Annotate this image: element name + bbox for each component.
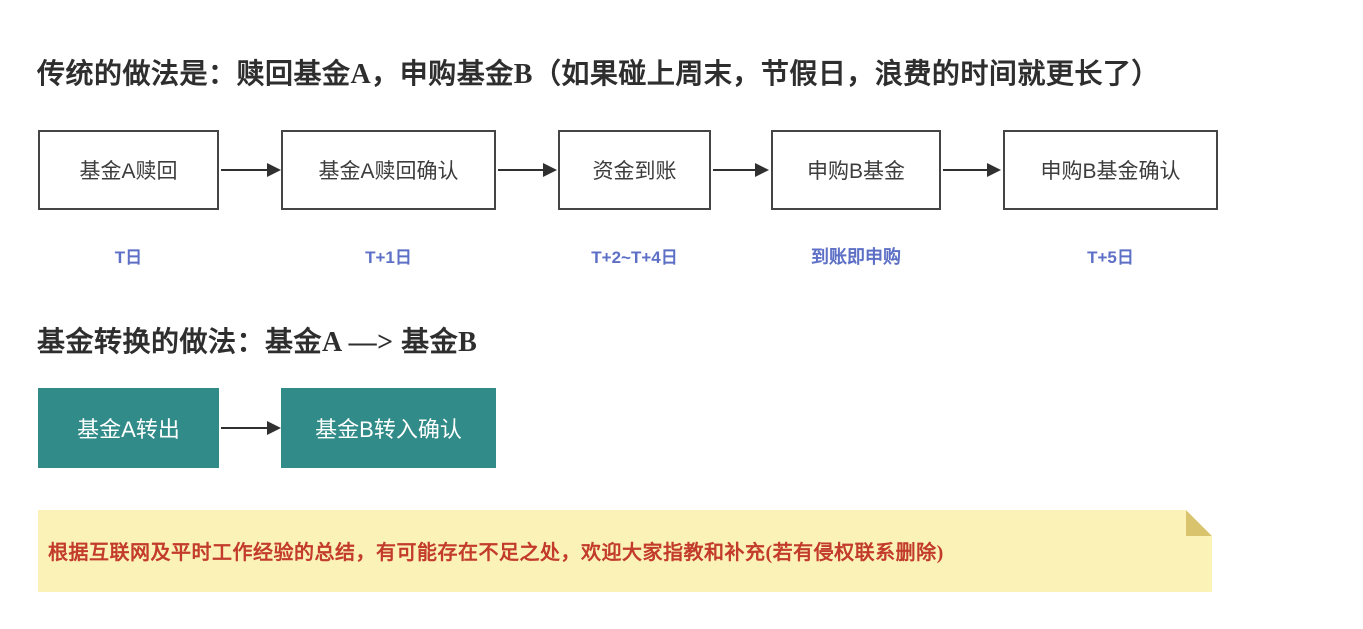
flow-step-label: 资金到账 (592, 160, 677, 183)
flow-step-buy-fund-b: 申购B基金 (771, 130, 941, 210)
flow-step-funds-arrive: 资金到账 (558, 130, 711, 210)
arrow-right-icon (498, 163, 557, 177)
arrow-right-icon (221, 163, 281, 177)
traditional-section-title: 传统的做法是：赎回基金A，申购基金B（如果碰上周末，节假日，浪费的时间就更长了） (37, 59, 1160, 90)
arrow-right-icon (713, 163, 769, 177)
flow-step-label: 申购B基金确认 (1040, 160, 1181, 183)
timing-label-t-plus-1: T+1日 (365, 248, 412, 267)
conversion-step-fund-a-out: 基金A转出 (38, 388, 219, 468)
flow-step-fund-a-redeem-confirm: 基金A赎回确认 (281, 130, 496, 210)
flow-step-label: 基金A赎回 (79, 160, 178, 183)
flow-step-buy-fund-b-confirm: 申购B基金确认 (1003, 130, 1218, 210)
timing-label-t-plus-2-4: T+2~T+4日 (591, 248, 678, 267)
timing-label-t-day: T日 (114, 248, 143, 267)
sticky-note-text: 根据互联网及平时工作经验的总结，有可能存在不足之处，欢迎大家指教和补充(若有侵权… (48, 542, 944, 564)
flow-step-label: 申购B基金 (806, 160, 905, 183)
sticky-note: 根据互联网及平时工作经验的总结，有可能存在不足之处，欢迎大家指教和补充(若有侵权… (38, 510, 1212, 592)
flow-step-label: 基金A赎回确认 (318, 160, 459, 183)
conversion-step-label: 基金A转出 (77, 417, 180, 442)
conversion-step-fund-b-in-confirm: 基金B转入确认 (281, 388, 496, 468)
folded-corner-icon (1186, 510, 1212, 536)
timing-label-buy-on-arrival: 到账即申购 (811, 247, 901, 267)
arrow-right-icon (943, 163, 1001, 177)
arrow-right-icon (221, 421, 281, 435)
conversion-section-title: 基金转换的做法：基金A —> 基金B (37, 327, 478, 358)
timing-label-t-plus-5: T+5日 (1087, 248, 1134, 267)
flow-step-fund-a-redeem: 基金A赎回 (38, 130, 219, 210)
conversion-step-label: 基金B转入确认 (315, 417, 462, 442)
